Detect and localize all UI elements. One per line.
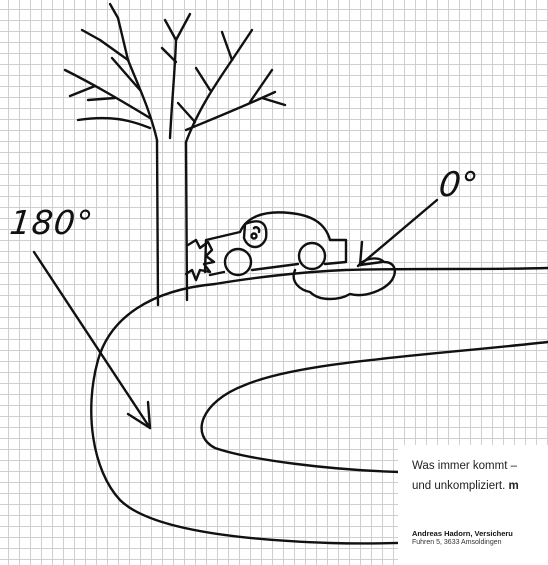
ad-text-line2-bold: m <box>508 480 519 492</box>
ad-box: Was immer kommt – und unkompliziert. m A… <box>398 445 548 565</box>
contact-address: Fuhren 5, 3633 Amsoldingen <box>412 539 502 546</box>
contact-name: Andreas Hadorn, Versicheru <box>412 529 513 538</box>
impact-spark-icon <box>184 238 216 282</box>
road-inner-curve <box>200 340 548 474</box>
road-top-line <box>213 266 548 286</box>
tree-icon <box>63 2 287 307</box>
arrow-180-head <box>126 400 152 430</box>
arrow-0-head <box>358 240 384 267</box>
ad-text-line2-prefix: und unkompliziert. <box>412 480 509 492</box>
angle-0-label: 0° <box>436 165 480 205</box>
arrow-0 <box>358 198 439 267</box>
arrow-180 <box>32 250 152 430</box>
car-icon <box>203 211 348 277</box>
ad-text-line2: und unkompliziert. m <box>412 480 519 492</box>
ad-text-line1: Was immer kommt – <box>412 460 517 472</box>
angle-180-label: 180° <box>7 203 96 242</box>
puddle-icon <box>292 257 396 301</box>
